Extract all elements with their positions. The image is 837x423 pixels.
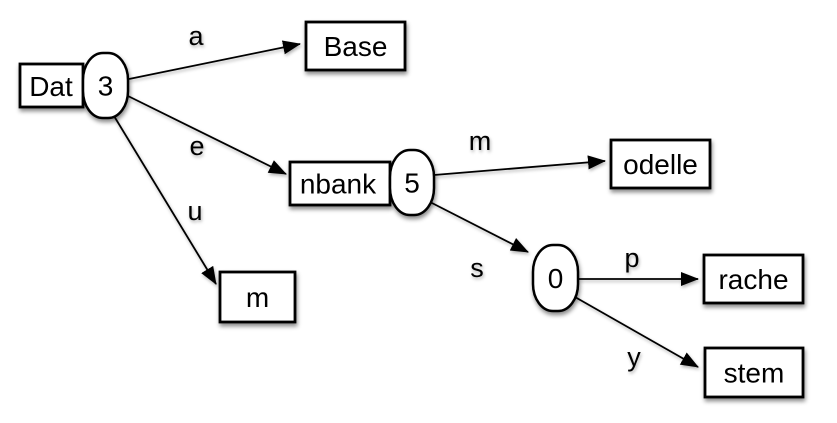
edge-u: u [113,115,217,285]
node-rache: rache [702,253,805,305]
edge-a-label: a [188,21,204,51]
edge-u-line [113,115,217,285]
node-zero-value: 0 [548,263,564,294]
node-dat-count-value: 3 [98,71,114,102]
node-dat-count: 3 [81,51,130,120]
node-odelle: odelle [609,138,712,190]
edge-y-label: y [627,342,641,372]
node-dat: Dat [18,62,85,109]
node-base-box [304,20,407,72]
edge-e-line [127,95,287,175]
node-zero-oval [531,243,580,313]
edge-a: a [128,21,301,80]
node-m-label: m [246,282,269,313]
node-dat-box [18,62,85,109]
node-m: m [218,270,297,324]
node-nbank: nbank [288,160,392,207]
edge-s-line [429,201,529,253]
node-rache-box [702,253,805,305]
node-odelle-box [609,138,712,190]
node-rache-label: rache [718,264,788,295]
edge-a-line [128,40,301,80]
edge-m-label: m [469,126,492,156]
node-odelle-label: odelle [623,149,698,180]
edge-e-label: e [189,131,204,161]
edge-e: e [127,95,287,175]
edge-m: m [433,126,606,176]
node-nbank-label: nbank [300,169,377,200]
edge-s-label: s [470,253,484,283]
node-base-label: Base [324,31,388,62]
edge-s: s [429,201,529,283]
edge-m-line [433,155,606,176]
node-stem-box [703,346,805,399]
node-stem-label: stem [724,358,785,389]
edge-p: p [579,243,699,286]
node-nbank-count: 5 [388,148,436,217]
edge-u-label: u [187,196,202,226]
node-dat-count-oval [81,51,130,120]
node-nbank-count-value: 5 [404,168,420,199]
edge-y: y [574,296,699,372]
node-nbank-box [288,160,392,207]
node-zero-count: 0 [531,243,580,313]
node-nbank-count-oval [388,148,436,217]
edge-y-line [574,296,699,368]
node-m-box [218,270,297,324]
node-base: Base [304,20,407,72]
node-dat-label: Dat [29,71,73,102]
node-stem: stem [703,346,805,399]
edge-p-label: p [624,243,639,273]
